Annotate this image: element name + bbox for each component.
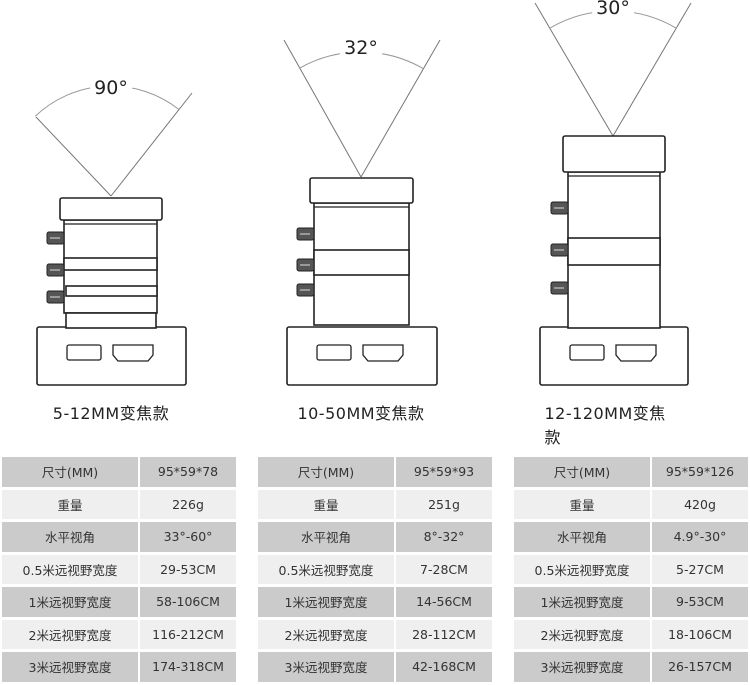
spec-row: 尺寸(MM)95*59*93 bbox=[258, 457, 492, 487]
spec-value: 95*59*93 bbox=[396, 457, 492, 487]
spec-label: 1米远视野宽度 bbox=[258, 587, 394, 617]
camera-lens-device-2 bbox=[283, 39, 441, 386]
usb-port-icon bbox=[569, 344, 605, 361]
spec-value: 4.9°-30° bbox=[652, 522, 748, 552]
spec-value: 26-157CM bbox=[652, 652, 748, 682]
lens-ring bbox=[313, 249, 410, 276]
spec-label: 3米远视野宽度 bbox=[258, 652, 394, 682]
lens-ring bbox=[567, 237, 661, 266]
model-name-1: 5-12MM变焦款 bbox=[52, 404, 170, 423]
spec-label: 3米远视野宽度 bbox=[514, 652, 650, 682]
spec-label: 重量 bbox=[2, 489, 138, 519]
spec-row: 尺寸(MM)95*59*78 bbox=[2, 457, 236, 487]
spec-label: 重量 bbox=[258, 489, 394, 519]
spec-label: 3米远视野宽度 bbox=[2, 652, 138, 682]
spec-value: 95*59*78 bbox=[140, 457, 236, 487]
spec-value: 251g bbox=[396, 489, 492, 519]
spec-value: 95*59*126 bbox=[652, 457, 748, 487]
lens-hood bbox=[309, 177, 414, 204]
spec-value: 5-27CM bbox=[652, 554, 748, 584]
view-cone-line bbox=[612, 2, 692, 137]
spec-value: 116-212CM bbox=[140, 619, 236, 649]
spec-value: 7-28CM bbox=[396, 554, 492, 584]
spec-value: 33°-60° bbox=[140, 522, 236, 552]
spec-label: 尺寸(MM) bbox=[258, 457, 394, 487]
camera-body bbox=[286, 326, 438, 386]
hdmi-port-icon bbox=[362, 344, 404, 362]
usb-port-icon bbox=[66, 344, 102, 361]
spec-value: 9-53CM bbox=[652, 587, 748, 617]
spec-label: 2米远视野宽度 bbox=[258, 619, 394, 649]
spec-label: 0.5米远视野宽度 bbox=[258, 554, 394, 584]
view-cone-line bbox=[283, 39, 362, 178]
spec-value: 58-106CM bbox=[140, 587, 236, 617]
spec-label: 重量 bbox=[514, 489, 650, 519]
hdmi-port-icon bbox=[112, 344, 154, 362]
spec-row: 尺寸(MM)95*59*126 bbox=[514, 457, 748, 487]
camera-body bbox=[36, 326, 187, 386]
spec-label: 水平视角 bbox=[2, 522, 138, 552]
camera-lens-device-1 bbox=[34, 85, 193, 386]
spec-value: 28-112CM bbox=[396, 619, 492, 649]
spec-label: 1米远视野宽度 bbox=[2, 587, 138, 617]
view-cone-line bbox=[110, 92, 193, 197]
lens-mount-ring bbox=[65, 312, 157, 329]
spec-label: 0.5米远视野宽度 bbox=[514, 554, 650, 584]
spec-label: 2米远视野宽度 bbox=[514, 619, 650, 649]
spec-label: 2米远视野宽度 bbox=[2, 619, 138, 649]
lens-hood bbox=[59, 197, 163, 221]
spec-value: 29-53CM bbox=[140, 554, 236, 584]
view-angle-label-3: 30° bbox=[592, 0, 634, 19]
model-name-2: 10-50MM变焦款 bbox=[297, 404, 425, 423]
view-cone-line bbox=[534, 2, 614, 137]
spec-label: 1米远视野宽度 bbox=[514, 587, 650, 617]
usb-port-icon bbox=[316, 344, 352, 361]
spec-value: 420g bbox=[652, 489, 748, 519]
hdmi-port-icon bbox=[615, 344, 657, 362]
spec-value: 174-318CM bbox=[140, 652, 236, 682]
view-angle-label-1: 90° bbox=[90, 77, 132, 99]
spec-label: 0.5米远视野宽度 bbox=[2, 554, 138, 584]
spec-value: 18-106CM bbox=[652, 619, 748, 649]
spec-value: 14-56CM bbox=[396, 587, 492, 617]
spec-label: 水平视角 bbox=[258, 522, 394, 552]
spec-value: 226g bbox=[140, 489, 236, 519]
view-angle-label-2: 32° bbox=[340, 37, 382, 59]
camera-body bbox=[539, 326, 689, 386]
model-name-3: 12-120MM变焦款 bbox=[544, 404, 666, 447]
lens-ring bbox=[65, 285, 158, 297]
lens-ring bbox=[63, 257, 158, 271]
view-cone-line bbox=[35, 116, 112, 197]
spec-label: 尺寸(MM) bbox=[514, 457, 650, 487]
view-cone-line bbox=[360, 39, 441, 178]
spec-label: 水平视角 bbox=[514, 522, 650, 552]
spec-value: 8°-32° bbox=[396, 522, 492, 552]
product-illustrations bbox=[34, 2, 692, 386]
spec-label: 尺寸(MM) bbox=[2, 457, 138, 487]
camera-lens-device-3 bbox=[534, 2, 692, 386]
spec-value: 42-168CM bbox=[396, 652, 492, 682]
lens-hood bbox=[562, 135, 666, 173]
